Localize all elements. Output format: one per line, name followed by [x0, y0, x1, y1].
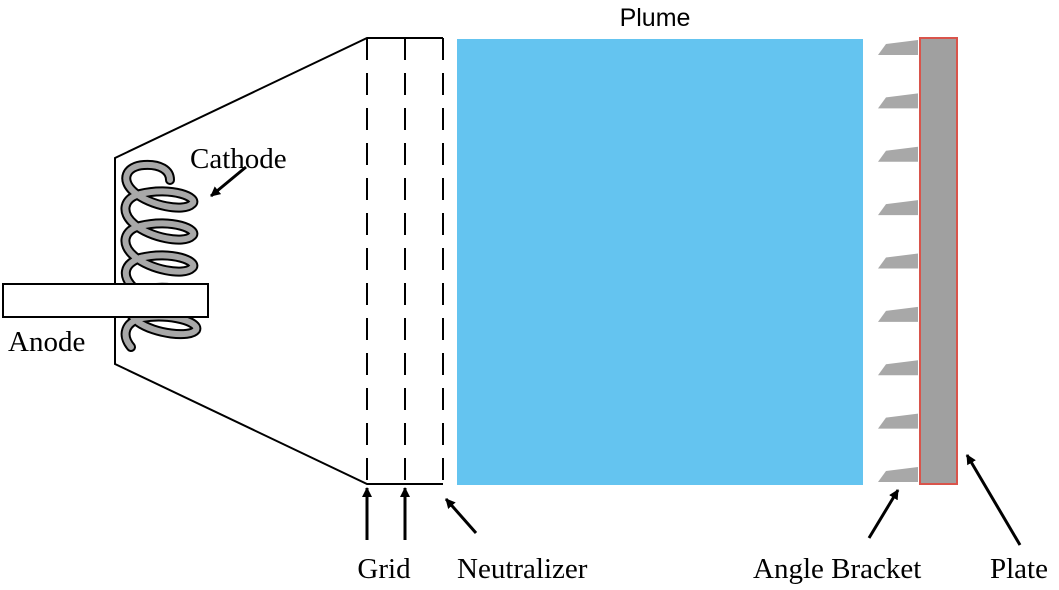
angle-bracket — [878, 146, 918, 162]
angle-bracket-arrow — [867, 489, 900, 539]
plume-label: Plume — [620, 4, 691, 32]
neutralizer-label: Neutralizer — [457, 553, 588, 585]
angle-bracket — [878, 253, 918, 269]
plate-arrow — [965, 454, 1022, 546]
angle-bracket — [878, 360, 918, 376]
cathode-coil — [120, 159, 202, 352]
anode-bar — [2, 283, 209, 318]
cathode-label: Cathode — [190, 143, 287, 175]
grid-lines — [366, 38, 444, 484]
angle-brackets — [878, 40, 918, 482]
thruster-body-outline — [114, 37, 443, 485]
angle-bracket — [878, 413, 918, 429]
angle-bracket — [878, 467, 918, 482]
angle-bracket — [878, 306, 918, 322]
grid-label: Grid — [357, 553, 411, 585]
angle-bracket-label: Angle Bracket — [753, 553, 921, 585]
plate — [919, 37, 958, 485]
angle-bracket — [878, 93, 918, 109]
anode-label: Anode — [8, 326, 85, 358]
plume-region — [457, 39, 863, 485]
cathode-arrow — [210, 165, 247, 198]
angle-bracket — [878, 40, 918, 55]
angle-bracket — [878, 200, 918, 216]
neutralizer-arrow — [444, 498, 478, 534]
plate-label: Plate — [990, 553, 1048, 585]
